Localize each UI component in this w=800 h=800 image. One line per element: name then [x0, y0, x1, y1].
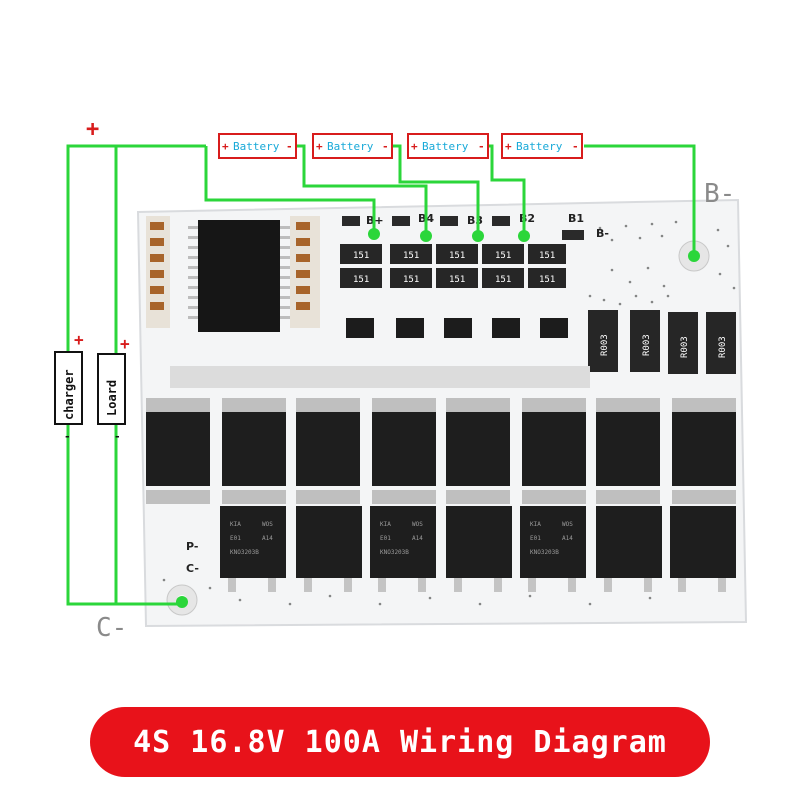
mosfet-mark: E01: [380, 535, 391, 542]
charger-plus: +: [74, 330, 84, 349]
battery-4: + Battery -: [501, 133, 583, 159]
battery-plus: +: [316, 140, 323, 153]
plus-sign: +: [86, 117, 99, 142]
battery-1: + Battery -: [218, 133, 297, 159]
mosfet-mark: WOS: [262, 521, 273, 528]
charger-minus: -: [64, 430, 71, 443]
mosfet-mark: A14: [412, 535, 423, 542]
mosfet-mark: E01: [230, 535, 241, 542]
wire-nodes: [176, 228, 700, 608]
battery-plus: +: [505, 140, 512, 153]
battery-plus: +: [222, 140, 229, 153]
mosfet-mark: WOS: [562, 521, 573, 528]
mosfet-mark: KNO3203B: [530, 549, 559, 556]
battery-3: + Battery -: [407, 133, 489, 159]
battery-label: Battery: [327, 140, 374, 153]
mosfet-mark: WOS: [412, 521, 423, 528]
resistor-code: R003: [718, 336, 728, 358]
battery-label: Battery: [516, 140, 563, 153]
resistor-code: R003: [642, 334, 652, 356]
mosfet-mark: E01: [530, 535, 541, 542]
mosfet-mark: A14: [562, 535, 573, 542]
pad-c-minus: C-: [186, 562, 199, 575]
load-box: + Loard -: [97, 334, 130, 443]
pad-p-minus: P-: [186, 540, 198, 553]
battery-2: + Battery -: [312, 133, 393, 159]
fuse-code: 151: [403, 275, 419, 285]
terminal-c-minus: C-: [96, 613, 127, 643]
pad-b1: B1: [568, 212, 584, 225]
fuse-code: 151: [539, 275, 555, 285]
mosfet-mark: KIA: [380, 521, 391, 528]
mosfet-mark: KNO3203B: [230, 549, 259, 556]
fuse-code: 151: [449, 275, 465, 285]
fuse-code: 151: [495, 275, 511, 285]
battery-minus: -: [478, 140, 485, 153]
fuse-code: 151: [539, 251, 555, 261]
mosfet-mark: KNO3203B: [380, 549, 409, 556]
fuse-code: 151: [403, 251, 419, 261]
sense-resistors: R003 R003 R003 R003: [588, 310, 736, 374]
mosfet-array: KIA WOS E01 A14 KNO3203B KIA WOS E01 A14…: [146, 398, 736, 592]
title-banner: 4S 16.8V 100A Wiring Diagram: [90, 707, 710, 777]
fuse-code: 151: [495, 251, 511, 261]
fuse-code: 151: [353, 275, 369, 285]
terminal-b-minus: B-: [704, 179, 735, 209]
battery-minus: -: [572, 140, 579, 153]
mosfet-mark: A14: [262, 535, 273, 542]
charger-box: + charger -: [54, 330, 84, 443]
resistor-code: R003: [680, 336, 690, 358]
fuse-code: 151: [449, 251, 465, 261]
title: 4S 16.8V 100A Wiring Diagram: [133, 724, 667, 760]
mosfet-mark: KIA: [530, 521, 541, 528]
load-label: Loard: [105, 380, 119, 416]
battery-label: Battery: [422, 140, 469, 153]
fuse-code: 151: [353, 251, 369, 261]
charger-label: charger: [62, 369, 76, 420]
pad-b2: B2: [519, 212, 535, 225]
resistor-code: R003: [600, 334, 610, 356]
mosfet-mark: KIA: [230, 521, 241, 528]
pad-b-minus: B-: [596, 227, 609, 240]
bms-board: 151 151 151 151 151 151 151 151 151 151 …: [136, 198, 748, 628]
load-minus: -: [114, 430, 121, 443]
battery-plus: +: [411, 140, 418, 153]
battery-minus: -: [286, 140, 293, 153]
pad-b3: B3: [467, 214, 483, 227]
battery-label: Battery: [233, 140, 280, 153]
load-plus: +: [120, 334, 130, 353]
battery-minus: -: [382, 140, 389, 153]
